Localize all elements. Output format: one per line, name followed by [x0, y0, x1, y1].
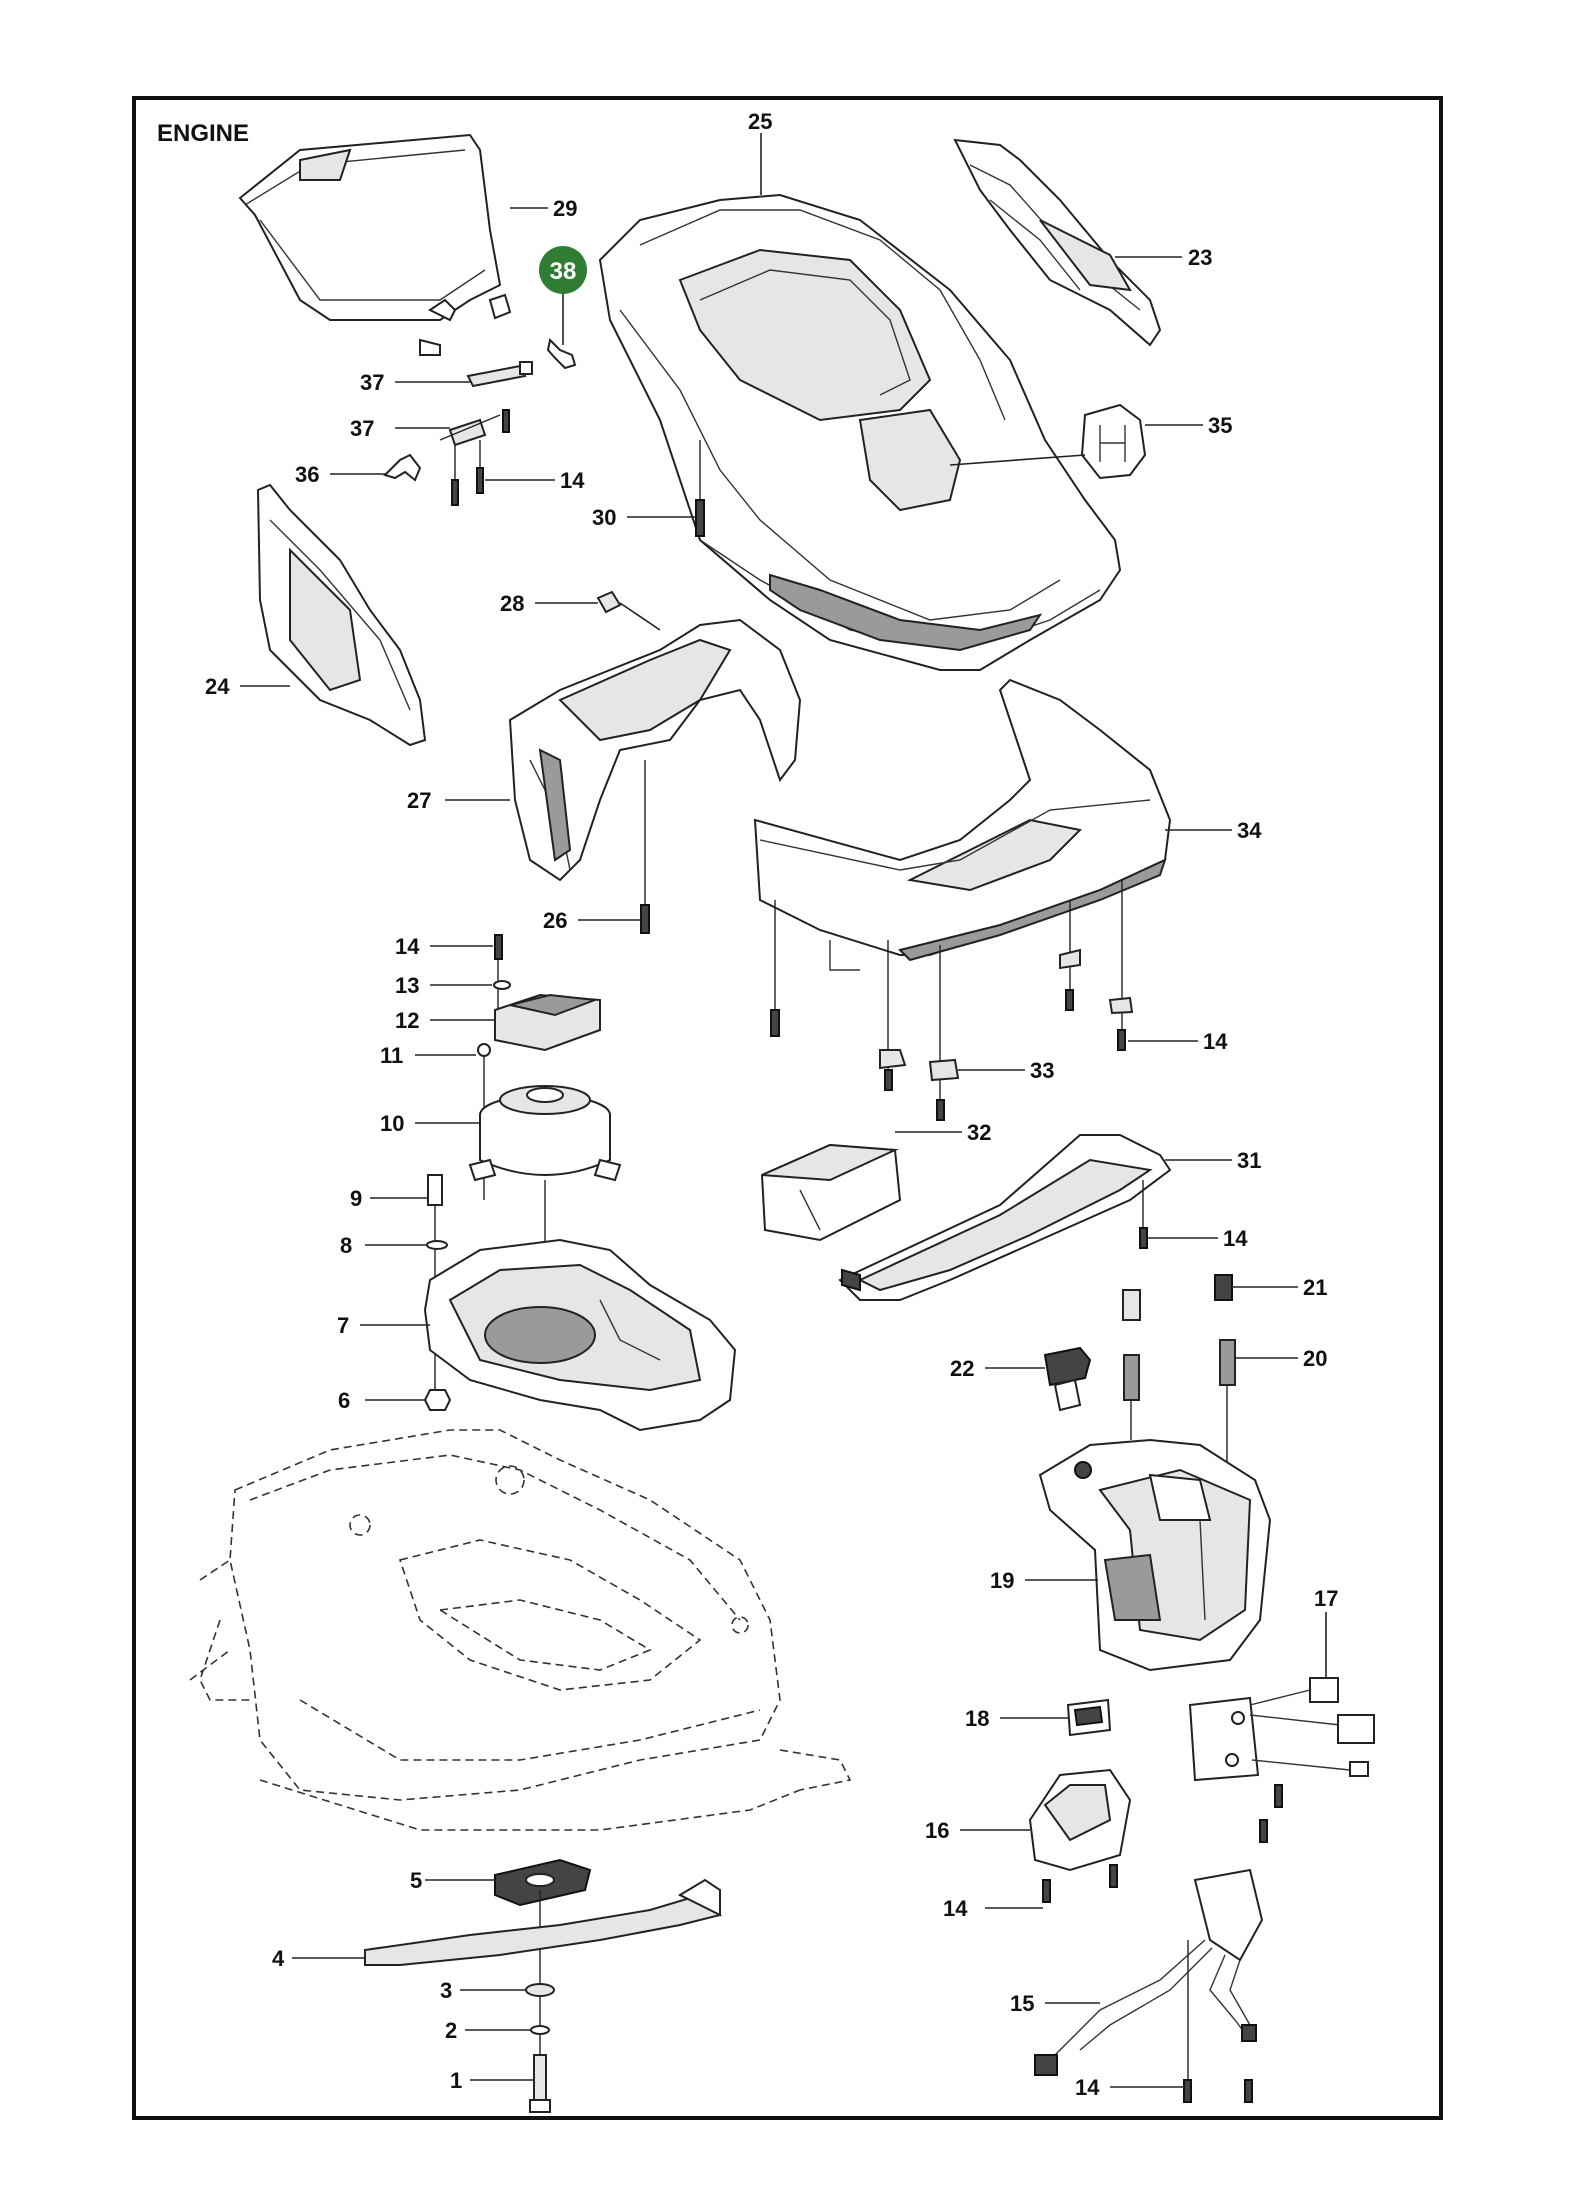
label-14e: 14 — [943, 1896, 968, 1921]
part-28-clip — [596, 590, 622, 614]
label-28: 28 — [500, 591, 524, 616]
part-17-relay-board — [1188, 1677, 1375, 1782]
part-26-screw — [640, 904, 650, 934]
part-25-top-cover — [598, 193, 1122, 671]
part-33-brackets — [879, 1049, 960, 1082]
part-7-motor-tray — [423, 1238, 737, 1432]
part-37-latch-upper — [466, 361, 533, 388]
label-22: 22 — [950, 1356, 974, 1381]
screws-14-upper — [451, 440, 484, 506]
part-27-inner-housing — [508, 618, 802, 882]
part-23-side-panel — [953, 138, 1162, 347]
label-6: 6 — [338, 1388, 350, 1413]
label-17: 17 — [1314, 1586, 1338, 1611]
label-10: 10 — [380, 1111, 404, 1136]
part-6-nut — [423, 1389, 452, 1411]
label-37b: 37 — [350, 416, 374, 441]
screw-14-31 — [1139, 1227, 1148, 1249]
screw-37 — [502, 409, 510, 433]
label-19: 19 — [990, 1568, 1014, 1593]
label-8: 8 — [340, 1233, 352, 1258]
part-37-latch-lower — [439, 414, 501, 447]
part-29-lid — [238, 133, 512, 356]
part-16-switch-housing — [1028, 1768, 1132, 1872]
label-32: 32 — [967, 1120, 991, 1145]
label-2: 2 — [445, 2018, 457, 2043]
part-5-blade-adapter — [494, 1858, 592, 1907]
screws-under-34 — [770, 880, 1134, 1121]
label-23: 23 — [1188, 245, 1212, 270]
label-4: 4 — [272, 1946, 285, 1971]
label-30: 30 — [592, 505, 616, 530]
part-20-springs — [1123, 1339, 1236, 1480]
label-27: 27 — [407, 788, 431, 813]
part-12-capacitor-box — [494, 993, 601, 1052]
part-30-screw — [695, 499, 705, 537]
diagram-border — [132, 96, 1443, 2120]
label-18: 18 — [965, 1706, 989, 1731]
part-24-side-panel — [256, 483, 427, 747]
label-33: 33 — [1030, 1058, 1054, 1083]
label-13: 13 — [395, 973, 419, 998]
label-29: 29 — [553, 196, 577, 221]
label-3: 3 — [440, 1978, 452, 2003]
part-32-battery-foam — [760, 1143, 902, 1242]
part-13-nut — [493, 980, 511, 990]
leader-35b — [949, 454, 1086, 466]
screws-14-right — [1259, 1784, 1283, 1843]
label-14d: 14 — [1223, 1226, 1248, 1251]
label-14b: 14 — [395, 934, 420, 959]
part-35-logo-badge — [1080, 403, 1147, 480]
label-25: 25 — [748, 109, 772, 134]
label-11: 11 — [380, 1043, 403, 1068]
label-14a: 14 — [560, 468, 585, 493]
part-38-spring — [546, 337, 577, 370]
label-1: 1 — [450, 2068, 462, 2093]
part-15-cable-harness — [1034, 1868, 1264, 2103]
label-26: 26 — [543, 908, 567, 933]
part-14-screw-left — [494, 934, 503, 960]
label-20: 20 — [1303, 1346, 1327, 1371]
part-21-connector — [1214, 1274, 1233, 1301]
part-36-spring — [383, 453, 422, 482]
part-34-lower-body — [753, 678, 1172, 971]
label-15: 15 — [1010, 1991, 1034, 2016]
label-14c: 14 — [1203, 1029, 1228, 1054]
label-7: 7 — [337, 1313, 349, 1338]
label-38: 38 — [550, 258, 577, 285]
chassis-outline-dashed — [189, 1429, 852, 1831]
part-10-motor — [468, 1085, 622, 1182]
part-22-safety-key — [1043, 1346, 1092, 1412]
part-2-lock-washer — [530, 2025, 550, 2035]
label-9: 9 — [350, 1186, 362, 1211]
part-18-switch — [1066, 1698, 1112, 1737]
label-31: 31 — [1237, 1148, 1261, 1173]
label-14f: 14 — [1075, 2075, 1100, 2100]
label-35: 35 — [1208, 413, 1232, 438]
label-5: 5 — [410, 1868, 422, 1893]
leader-28b — [619, 602, 661, 631]
label-12: 12 — [395, 1008, 419, 1033]
diagram-title: ENGINE — [157, 120, 249, 147]
part-38-highlight-badge: 38 — [539, 246, 587, 294]
connector-left — [1122, 1289, 1141, 1321]
part-4-blade — [364, 1878, 722, 1966]
label-36: 36 — [295, 462, 319, 487]
label-24: 24 — [205, 674, 230, 699]
screws-14-lower — [1042, 1864, 1118, 1903]
part-1-bolt — [529, 2054, 551, 2113]
label-16: 16 — [925, 1818, 949, 1843]
label-21: 21 — [1303, 1275, 1327, 1300]
label-34: 34 — [1237, 818, 1262, 843]
part-8-washer — [426, 1240, 448, 1250]
part-19-battery-housing — [1038, 1438, 1272, 1672]
label-37a: 37 — [360, 370, 384, 395]
part-3-washer — [525, 1983, 555, 1997]
part-31-battery-tray — [838, 1134, 1172, 1301]
part-9-bolt — [427, 1174, 443, 1206]
